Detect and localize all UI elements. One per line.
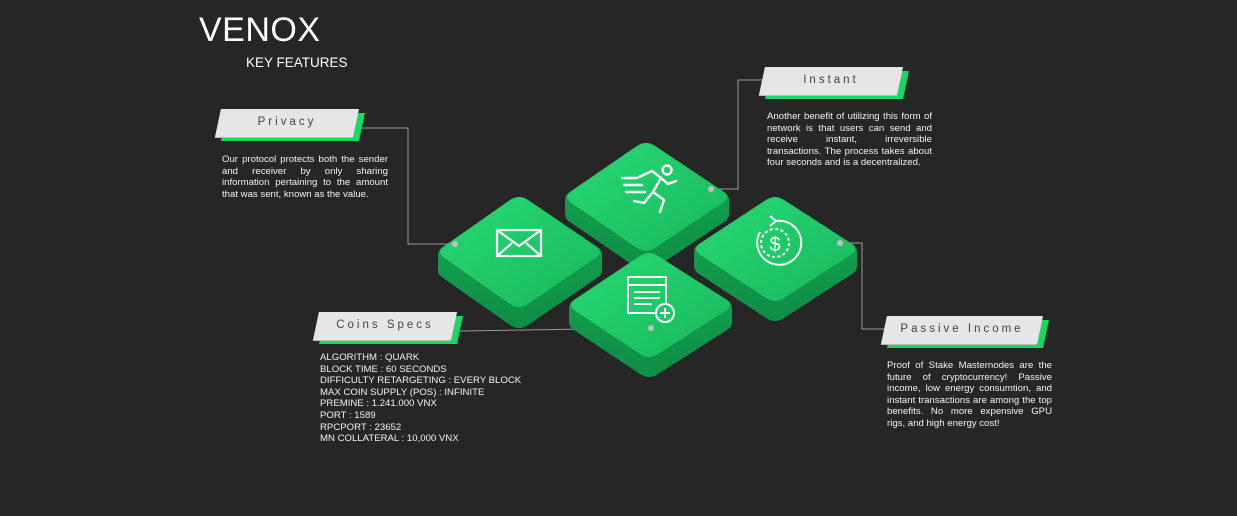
page-subtitle: KEY FEATURES (246, 55, 348, 70)
connector-dot (648, 325, 654, 331)
dollar-refresh-icon: $ (756, 215, 803, 266)
spec-item: PORT : 1589 (320, 409, 376, 421)
spec-item: PREMINE : 1.241.000 VNX (320, 398, 437, 410)
spec-item: MAX COIN SUPPLY (POS) : INFINITE (320, 386, 485, 398)
passive-income-description: Proof of Stake Masternodes are the futur… (887, 360, 1052, 429)
connector-dot (837, 240, 843, 246)
spec-item: DIFFICULTY RETARGETING : EVERY BLOCK (320, 375, 522, 387)
tile-coin-specs (569, 253, 732, 377)
spec-item: BLOCK TIME : 60 SECONDS (320, 363, 447, 375)
privacy-description: Our protocol protects both the sender an… (222, 154, 388, 200)
label-coin-specs-text: Coins Specs (336, 319, 434, 331)
label-privacy-text: Privacy (257, 116, 317, 128)
running-man-icon (620, 164, 678, 214)
tile-passive-income: $ (694, 197, 857, 321)
connector-dot (452, 241, 458, 247)
label-instant-text: Instant (803, 74, 859, 86)
label-passive-income: Passive Income (881, 316, 1049, 348)
document-add-icon (627, 276, 675, 323)
instant-description: Another benefit of utilizing this form o… (767, 111, 932, 169)
label-privacy: Privacy (215, 109, 365, 141)
spec-item: MN COLLATERAL : 10,000 VNX (320, 433, 459, 445)
spec-item: ALGORITHM : QUARK (320, 352, 420, 363)
mail-icon (495, 228, 543, 258)
spec-item: RPCPORT : 23652 (320, 421, 402, 433)
label-coin-specs: Coins Specs (313, 312, 463, 344)
page-title: VENOX (199, 11, 321, 49)
tile-instant (565, 143, 729, 271)
tile-privacy (438, 197, 602, 328)
svg-text:$: $ (769, 234, 780, 256)
connector-dot (708, 186, 714, 192)
label-passive-income-text: Passive Income (900, 323, 1024, 335)
label-instant: Instant (759, 67, 909, 99)
coin-specs-list: ALGORITHM : QUARK BLOCK TIME : 60 SECOND… (320, 352, 521, 445)
